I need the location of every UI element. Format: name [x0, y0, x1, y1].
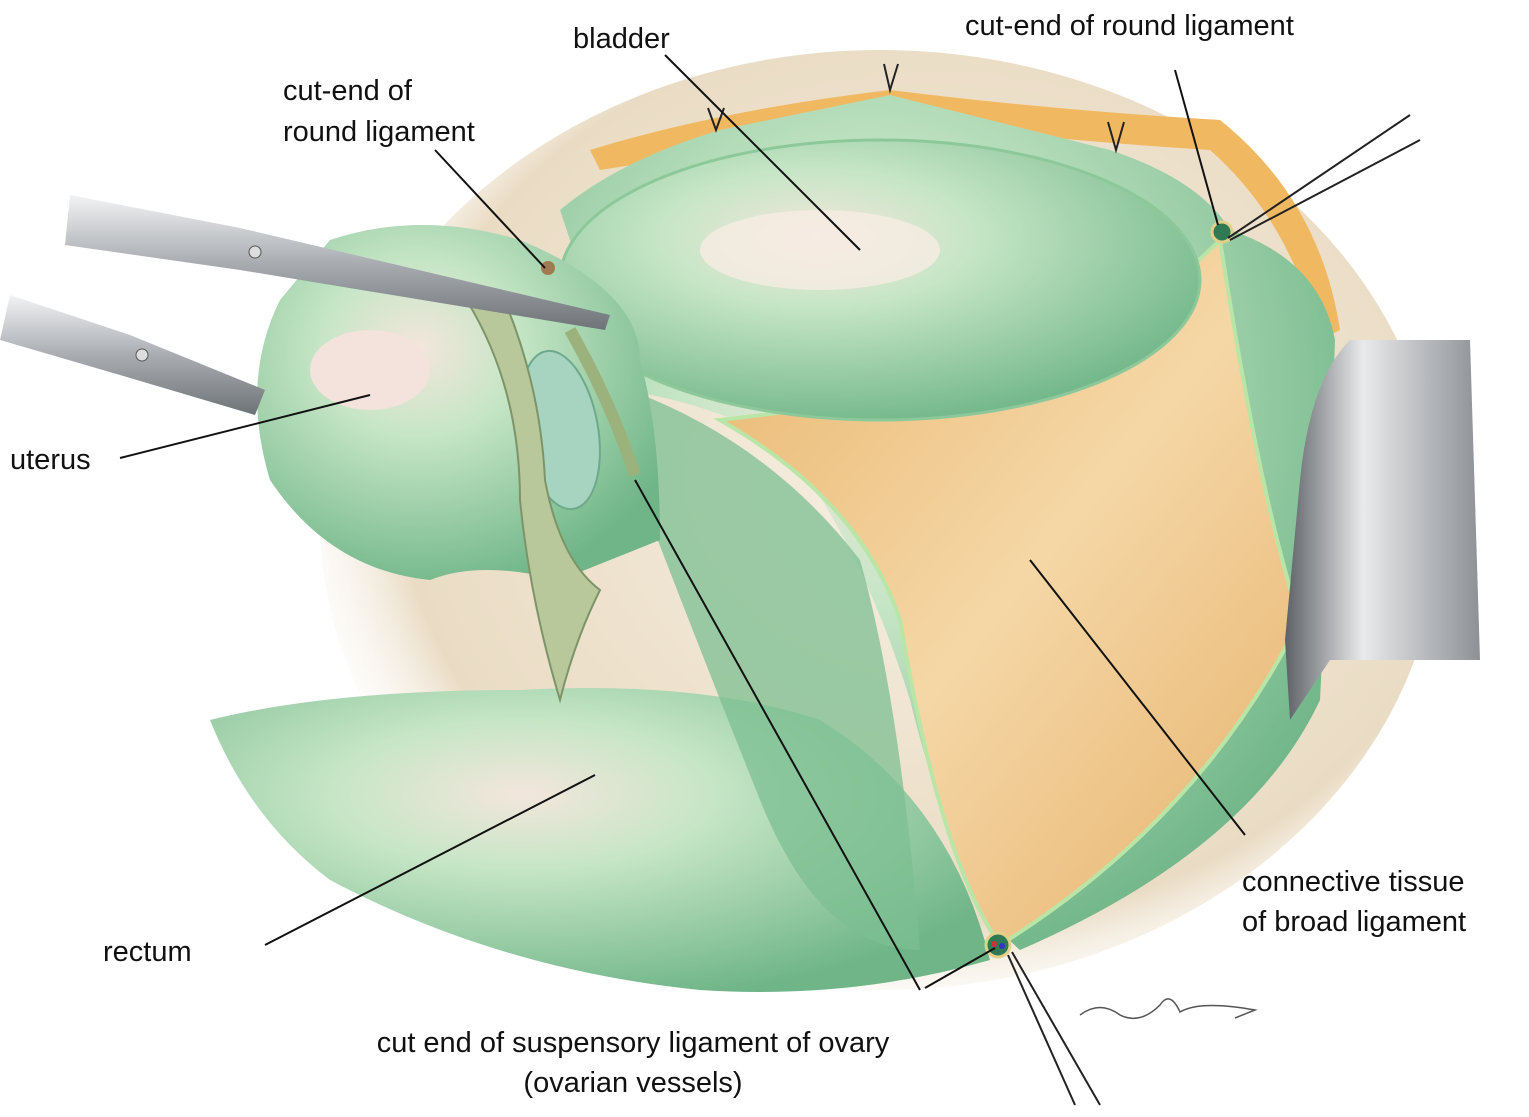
retractor	[1285, 340, 1480, 720]
grasper-lower	[0, 295, 265, 415]
bladder-highlight	[700, 210, 940, 290]
grasper-upper	[65, 195, 610, 330]
label-uterus: uterus	[10, 444, 91, 476]
label-round-ligament-left-2: round ligament	[283, 116, 475, 148]
label-suspensory-1: cut end of suspensory ligament of ovary	[377, 1027, 890, 1059]
suspensory-ligament	[564, 327, 641, 477]
uterus-highlight	[310, 330, 430, 410]
label-connective-1: connective tissue	[1242, 866, 1464, 898]
label-bladder: bladder	[573, 23, 670, 55]
cut-end-ovarian-vessels	[984, 931, 1012, 959]
grasper-joint	[248, 245, 262, 259]
vessel-dot	[991, 941, 997, 947]
grasper-joint	[135, 348, 149, 362]
label-round-ligament-right: cut-end of round ligament	[965, 10, 1294, 42]
signature	[1079, 998, 1258, 1020]
cut-end-round-ligament-right	[1210, 220, 1234, 244]
sidewall-fold	[600, 380, 920, 950]
fallopian-tube	[458, 289, 602, 704]
sutures	[707, 63, 1421, 1106]
vessel-dot	[999, 943, 1005, 949]
cut-end-round-ligament-left	[541, 261, 555, 275]
label-suspensory-2: (ovarian vessels)	[523, 1067, 742, 1099]
label-connective-2: of broad ligament	[1242, 906, 1466, 938]
label-rectum: rectum	[103, 936, 192, 968]
leader-lines	[119, 54, 1246, 991]
label-round-ligament-left-1: cut-end of	[283, 75, 413, 107]
